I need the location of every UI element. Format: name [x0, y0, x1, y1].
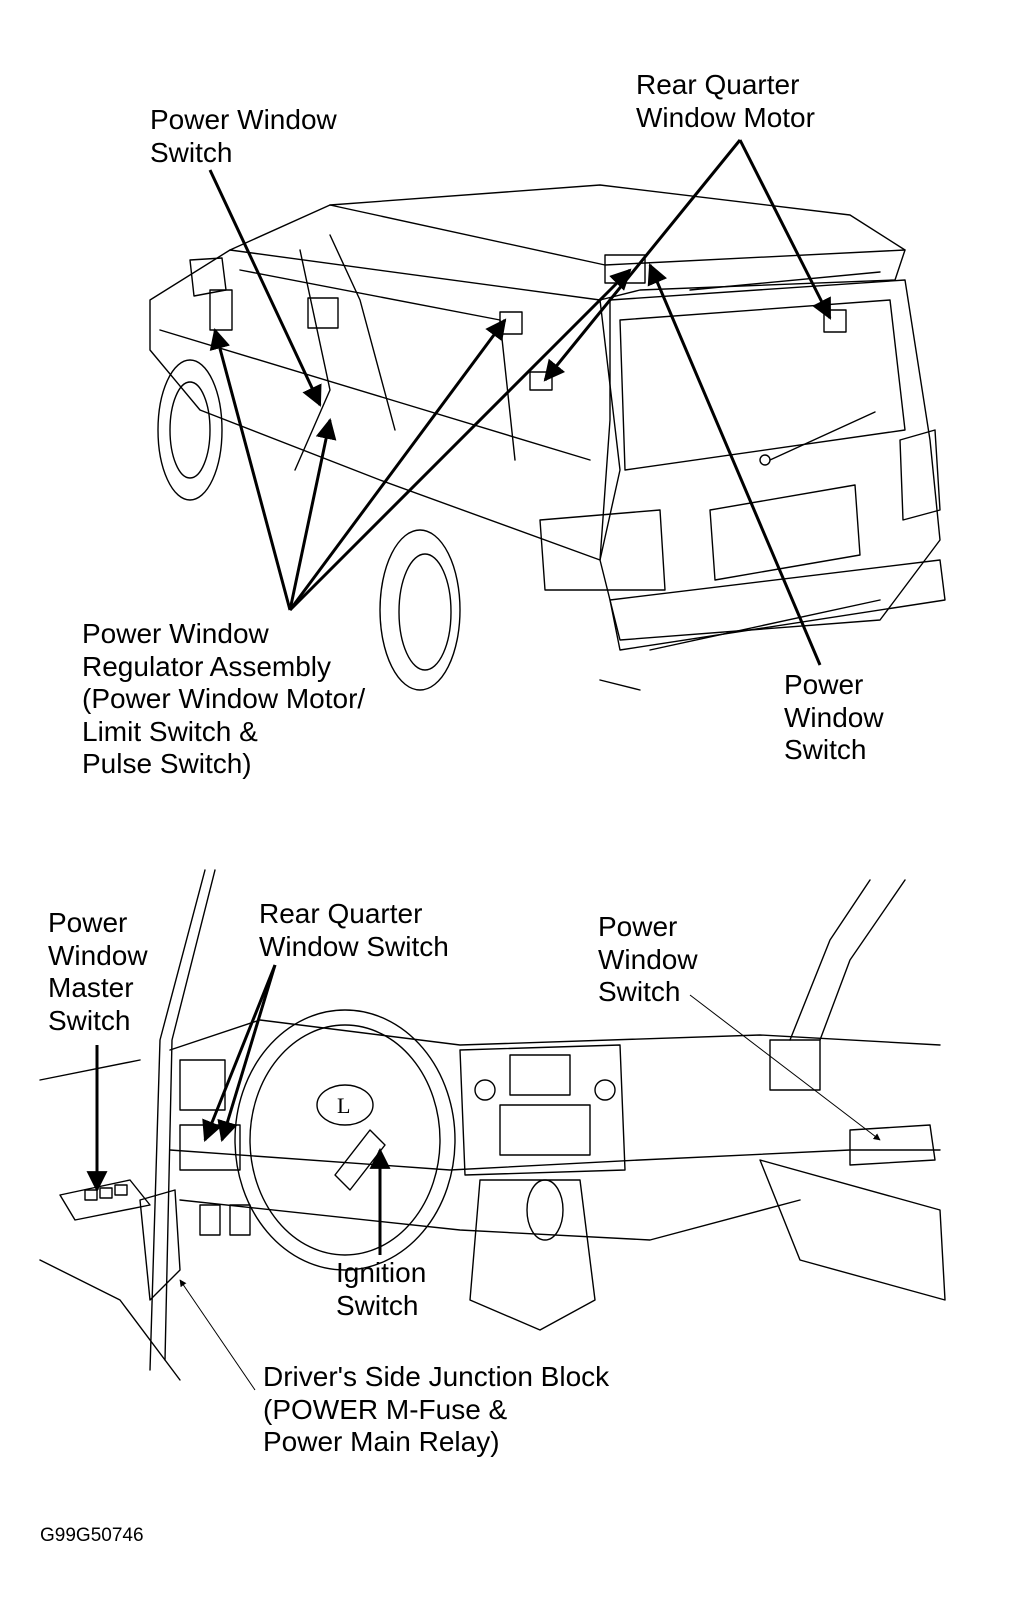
- label-line: Pulse Switch): [82, 748, 252, 779]
- label-line: Window: [784, 701, 884, 733]
- label-line: Power Main Relay): [263, 1426, 500, 1457]
- label-line: Power Window: [150, 104, 337, 135]
- label-line: Rear Quarter: [636, 69, 800, 100]
- label-line: (Power Window Motor/: [82, 683, 366, 714]
- label-line: Power: [598, 911, 678, 942]
- label-line: Window: [598, 943, 698, 975]
- label-rear-quarter-window-switch: Rear Quarter Window Switch: [259, 898, 449, 963]
- label-power-window-switch-rear: Power Window Switch: [784, 669, 884, 767]
- label-line: Switch: [150, 136, 233, 168]
- label-power-window-switch-passenger: Power Window Switch: [598, 911, 698, 1009]
- label-ignition-switch: Ignition Switch: [336, 1257, 426, 1322]
- top-leader-lines: [208, 139, 832, 666]
- figure-id: G99G50746: [40, 1525, 144, 1546]
- label-line: Window: [48, 939, 148, 971]
- label-power-window-switch-front: Power Window Switch: [150, 104, 337, 169]
- label-line: Switch: [784, 734, 867, 765]
- label-line: Limit Switch &: [82, 715, 258, 747]
- label-line: Power: [48, 907, 128, 938]
- label-regulator-assembly: Power Window Regulator Assembly (Power W…: [82, 618, 365, 781]
- label-line: Rear Quarter: [259, 898, 423, 929]
- label-line: Switch: [336, 1289, 419, 1321]
- label-line: Regulator Assembly: [82, 650, 332, 682]
- label-line: Switch: [598, 976, 681, 1007]
- label-line: Switch: [48, 1004, 131, 1036]
- label-line: Ignition: [336, 1257, 427, 1288]
- label-line: Window Motor: [636, 101, 815, 133]
- label-line: Master: [48, 972, 134, 1003]
- vehicle-exterior-drawing: [149, 184, 946, 691]
- label-line: Driver's Side Junction Block: [263, 1361, 610, 1392]
- label-master-switch: Power Window Master Switch: [48, 907, 148, 1037]
- label-line: Power Window: [82, 618, 269, 649]
- label-junction-block: Driver's Side Junction Block (POWER M-Fu…: [263, 1361, 609, 1459]
- dashboard-drawing: L: [39, 869, 946, 1381]
- bottom-leader-lines: [86, 964, 881, 1391]
- label-line: (POWER M-Fuse &: [263, 1393, 508, 1425]
- label-rear-quarter-window-motor: Rear Quarter Window Motor: [636, 69, 815, 134]
- svg-text:L: L: [337, 1093, 350, 1118]
- label-line: Power: [784, 669, 864, 700]
- label-line: Window Switch: [259, 930, 449, 962]
